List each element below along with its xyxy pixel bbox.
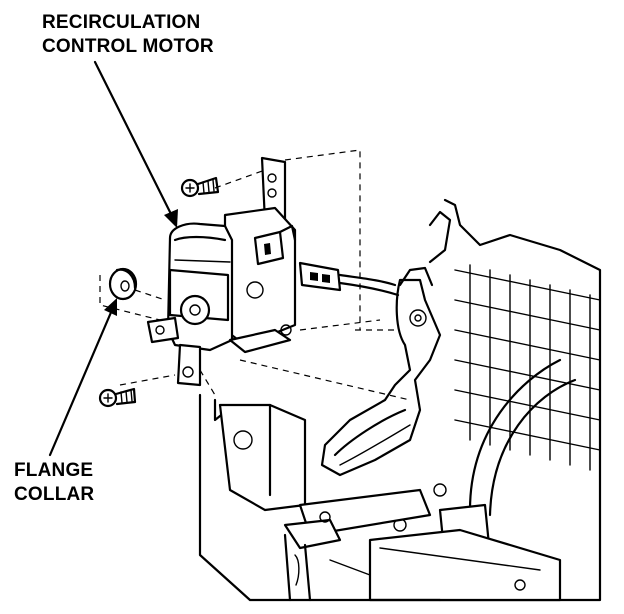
heater-housing-icon [368,198,602,602]
electrical-connector-icon [298,261,400,297]
leader-arrow-motor [93,60,178,228]
motor-assembly-icon [146,156,297,387]
flange-collar-icon [108,267,138,301]
collar-label-line2: COLLAR [14,484,94,505]
mounting-panel-icon [198,393,442,602]
guide-lines [99,149,411,401]
collar-label-line1: FLANGE [14,460,93,481]
leader-arrow-collar [48,298,117,457]
motor-label-line2: CONTROL MOTOR [42,36,214,57]
screw-icon [98,387,137,408]
motor-label-line1: RECIRCULATION [42,12,200,33]
linkage-arm-icon [320,266,442,477]
screw-icon [180,176,220,198]
